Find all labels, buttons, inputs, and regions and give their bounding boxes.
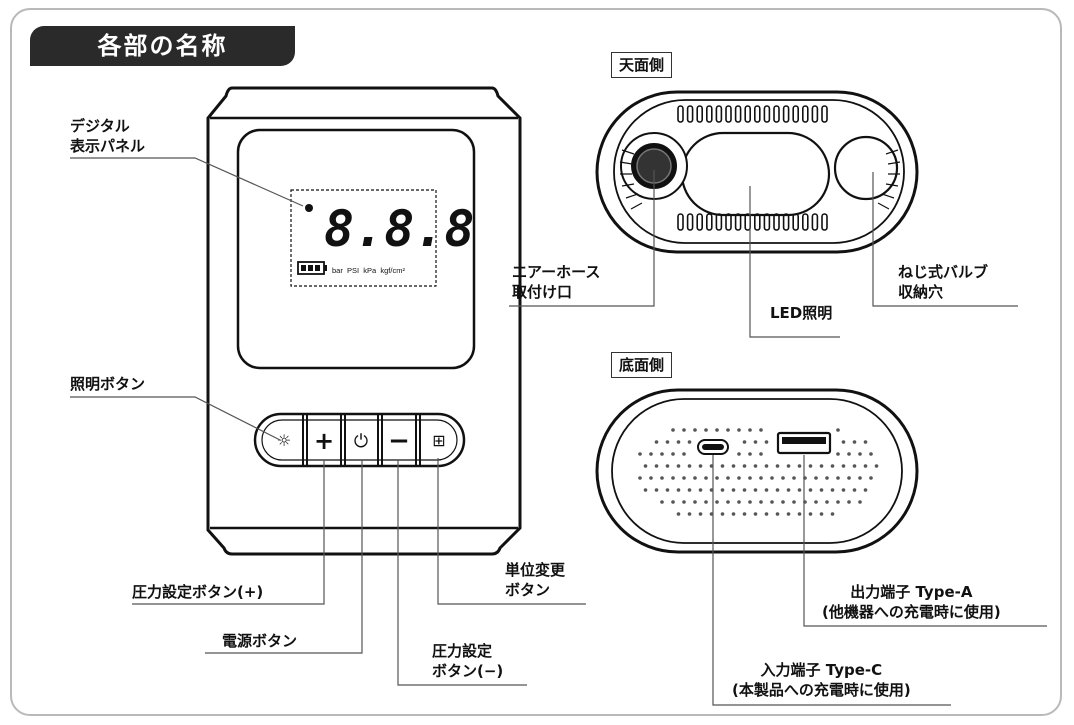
label-display-panel: デジタル 表示パネル (70, 117, 146, 155)
led-window (680, 131, 831, 217)
front-leader-lines (70, 157, 586, 686)
bottom-leader-lines (712, 455, 1047, 706)
label-valve-storage: ねじ式バルブ 収納穴 (898, 263, 989, 301)
top-view-heading: 天面側 (611, 52, 673, 78)
label-input-port: 入力端子 Type-C (本製品への充電時に使用) (732, 661, 911, 699)
button-strip (253, 412, 466, 468)
plus-button-icon: + (314, 427, 334, 455)
label-output-port: 出力端子 Type-A (他機器への充電時に使用) (822, 583, 1001, 621)
label-hose-port: エアーホース 取付け口 (512, 263, 601, 301)
top-view-device (595, 90, 919, 254)
power-button-icon: ⏻ (354, 431, 368, 452)
device-front-body (206, 86, 522, 556)
label-pressure-minus-button: 圧力設定 ボタン(−) (432, 642, 504, 680)
label-pressure-plus-button: 圧力設定ボタン(+) (132, 583, 264, 601)
bottom-view-device (595, 388, 919, 554)
bottom-view-heading: 底面側 (611, 352, 673, 378)
valve-hole (833, 135, 899, 201)
label-light-button: 照明ボタン (70, 375, 146, 393)
unit-button-icon: ⊞ (432, 431, 445, 450)
display-units: bar PSI kPa kgf/cm² (332, 266, 405, 275)
display-digits: 8.8.8 (324, 200, 475, 258)
top-leader-lines (509, 170, 1018, 338)
display-area (290, 189, 437, 287)
label-unit-change-button: 単位変更 ボタン (505, 561, 566, 599)
minus-button-icon: − (388, 426, 410, 456)
label-led-light: LED照明 (770, 304, 833, 322)
section-title: 各部の名称 (30, 26, 295, 66)
light-button-icon: ☼ (277, 431, 291, 450)
label-power-button: 電源ボタン (222, 632, 298, 650)
